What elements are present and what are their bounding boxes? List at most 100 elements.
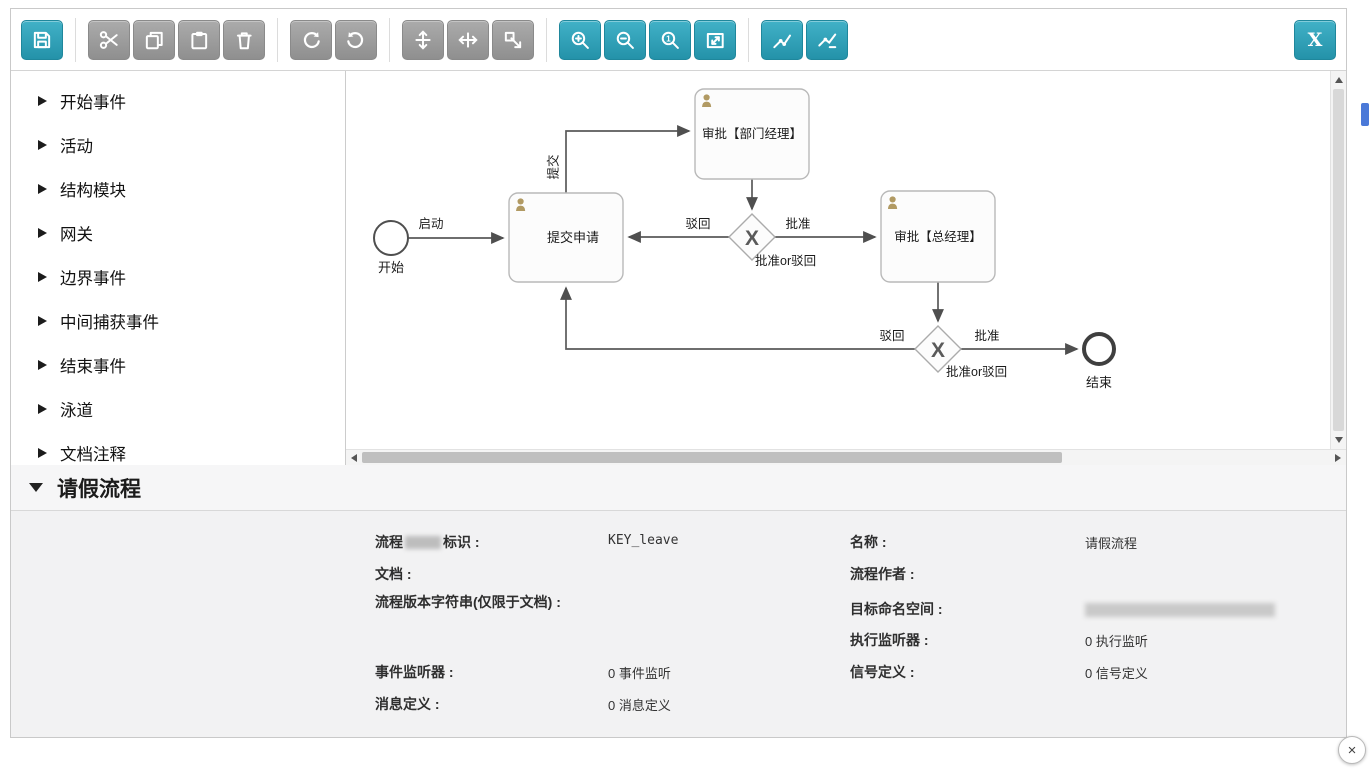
- palette-group-label: 网关: [60, 226, 93, 244]
- zoom-actual-button[interactable]: 1: [649, 19, 691, 60]
- palette-group-intermediate-events[interactable]: 中间捕获事件: [11, 299, 345, 343]
- edge-label: 驳回: [879, 329, 904, 343]
- palette-group-label: 文档注释: [60, 446, 126, 464]
- gateway-x-mark: X: [745, 227, 759, 250]
- properties-body: 流程标识 : KEY_leave 文档 : 流程版本字符串(仅限于文档) : 事…: [11, 511, 1346, 737]
- undo-icon: [347, 31, 364, 48]
- value-name: 请假流程: [1085, 536, 1138, 551]
- chevron-right-icon: [38, 96, 47, 106]
- edge-label: 启动: [418, 217, 443, 231]
- task-approve-dept-node[interactable]: 审批【部门经理】: [694, 88, 810, 180]
- resize-button[interactable]: [492, 19, 534, 60]
- align-middle-button[interactable]: [402, 19, 444, 60]
- user-icon: [702, 94, 712, 107]
- task-approve-gm-node[interactable]: 审批【总经理】: [880, 190, 996, 283]
- align-center-button[interactable]: [447, 19, 489, 60]
- gateway-caption: 批准or驳回: [946, 364, 1007, 379]
- undo-button[interactable]: [335, 19, 377, 60]
- edge-label: 批准: [974, 328, 999, 343]
- label-process-key: 流程标识 :: [375, 532, 480, 554]
- save-button[interactable]: [21, 19, 63, 60]
- end-event-node[interactable]: 结束: [1082, 332, 1116, 390]
- node-label: 结束: [1086, 375, 1112, 390]
- remove-bendpoint-icon: [818, 33, 837, 48]
- gateway-caption: 批准or驳回: [755, 253, 816, 268]
- zoom-out-icon: [616, 31, 634, 49]
- palette-group-structural[interactable]: 结构模块: [11, 167, 345, 211]
- label-documentation: 文档 :: [375, 566, 412, 582]
- gateway-gm-node[interactable]: X 批准or驳回: [914, 325, 1007, 379]
- vertical-scroll-thumb[interactable]: [1333, 89, 1344, 431]
- scroll-right-icon[interactable]: [1335, 454, 1341, 462]
- chevron-down-icon: [29, 483, 43, 492]
- start-event-node[interactable]: 开始: [373, 220, 409, 275]
- copy-icon: [145, 31, 163, 49]
- cut-button[interactable]: [88, 19, 130, 60]
- palette-group-gateways[interactable]: 网关: [11, 211, 345, 255]
- redo-icon: [303, 31, 320, 48]
- redacted-namespace-value: [1085, 603, 1275, 617]
- zoom-in-button[interactable]: [559, 19, 601, 60]
- bpmn-editor-window: 1 X 开始事件 活动 结构模块 网关 边界事件 中间捕获事件 结束事件 泳道 …: [10, 8, 1347, 738]
- palette-group-swimlanes[interactable]: 泳道: [11, 387, 345, 431]
- vertical-scrollbar[interactable]: [1330, 71, 1346, 449]
- scroll-up-icon[interactable]: [1335, 77, 1343, 83]
- trash-icon: [236, 31, 252, 49]
- chevron-right-icon: [38, 360, 47, 370]
- redaction-blur: [405, 536, 441, 549]
- label-message-definitions: 消息定义 :: [375, 696, 440, 712]
- gateway-dept-node[interactable]: X 批准or驳回: [728, 213, 816, 268]
- node-label: 审批【总经理】: [894, 229, 982, 244]
- label-text: 流程: [375, 534, 403, 550]
- diagram-canvas[interactable]: 启动 提交 驳回 批准 驳回 批准 开始: [346, 71, 1330, 449]
- value-event-listeners: 0 事件监听: [608, 666, 671, 681]
- chevron-right-icon: [38, 140, 47, 150]
- paste-button[interactable]: [178, 19, 220, 60]
- value-process-key: KEY_leave: [608, 533, 679, 548]
- zoom-fit-button[interactable]: [694, 19, 736, 60]
- flow-submit-to-dept[interactable]: [565, 125, 691, 193]
- horizontal-scroll-thumb[interactable]: [362, 452, 1062, 463]
- user-icon: [516, 198, 526, 211]
- user-icon: [888, 196, 898, 209]
- zoom-actual-icon: 1: [661, 31, 679, 49]
- node-label: 开始: [378, 260, 404, 275]
- properties-header[interactable]: 请假流程: [11, 465, 1346, 511]
- task-submit-node[interactable]: 提交申请: [508, 192, 624, 283]
- palette-group-label: 开始事件: [60, 94, 126, 112]
- palette-group-start-events[interactable]: 开始事件: [11, 79, 345, 123]
- scroll-left-icon[interactable]: [351, 454, 357, 462]
- toolbar-separator: [75, 17, 76, 62]
- flow-gm-reject[interactable]: [560, 286, 915, 350]
- palette-group-label: 结构模块: [60, 182, 126, 200]
- editor-close-button[interactable]: X: [1294, 19, 1336, 60]
- scroll-down-icon[interactable]: [1335, 437, 1343, 443]
- remove-bendpoint-button[interactable]: [806, 19, 848, 60]
- redo-button[interactable]: [290, 19, 332, 60]
- svg-text:1: 1: [666, 34, 671, 43]
- chevron-right-icon: [38, 272, 47, 282]
- browser-scrollbar-mark: [1361, 103, 1369, 126]
- palette-group-activities[interactable]: 活动: [11, 123, 345, 167]
- palette-group-label: 活动: [60, 138, 93, 156]
- label-process-author: 流程作者 :: [850, 566, 915, 582]
- label-signal-definitions: 信号定义 :: [850, 664, 915, 680]
- align-center-icon: [458, 31, 478, 48]
- chevron-right-icon: [38, 184, 47, 194]
- chevron-right-icon: [38, 316, 47, 326]
- palette-group-end-events[interactable]: 结束事件: [11, 343, 345, 387]
- align-middle-icon: [415, 29, 431, 50]
- delete-button[interactable]: [223, 19, 265, 60]
- node-label: 提交申请: [547, 230, 599, 245]
- resize-icon: [504, 31, 522, 48]
- dialog-close-button[interactable]: ×: [1338, 736, 1366, 764]
- horizontal-scrollbar[interactable]: [346, 449, 1346, 465]
- palette-group-artifacts[interactable]: 文档注释: [11, 431, 345, 475]
- copy-button[interactable]: [133, 19, 175, 60]
- palette-group-boundary-events[interactable]: 边界事件: [11, 255, 345, 299]
- gateway-x-mark: X: [931, 339, 945, 362]
- add-bendpoint-button[interactable]: [761, 19, 803, 60]
- palette-group-label: 泳道: [60, 402, 93, 420]
- zoom-out-button[interactable]: [604, 19, 646, 60]
- editor-main: 开始事件 活动 结构模块 网关 边界事件 中间捕获事件 结束事件 泳道 文档注释: [11, 71, 1346, 465]
